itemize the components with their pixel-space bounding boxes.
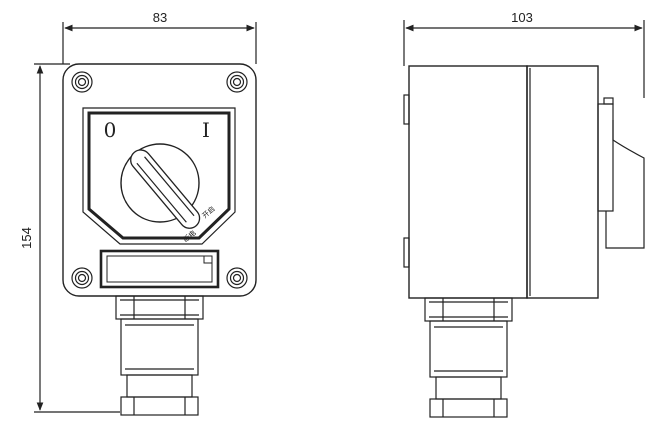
- cable-gland-front: [115, 295, 204, 416]
- side-body: [408, 65, 528, 299]
- height-dimension: [34, 63, 120, 413]
- knob-label-off: 断电: [181, 228, 198, 244]
- side-mount-tab-bottom: [403, 237, 410, 268]
- rotary-knob: [120, 143, 201, 229]
- corner-screws: [71, 71, 248, 289]
- knob-label-on: 开启: [200, 204, 217, 220]
- front-view: [34, 22, 257, 416]
- height-dimension-label: 154: [19, 227, 34, 249]
- depth-dimension: [403, 20, 645, 98]
- cable-gland-side: [424, 297, 513, 418]
- side-mount-tab-top: [403, 94, 410, 125]
- width-dimension-label: 83: [153, 10, 167, 25]
- switch-panel: [82, 107, 236, 245]
- side-cover: [526, 65, 599, 299]
- width-dimension: [62, 22, 257, 64]
- nameplate: [99, 249, 220, 289]
- side-knob: [597, 97, 645, 249]
- depth-dimension-label: 103: [511, 10, 533, 25]
- on-position-mark: I: [202, 118, 210, 142]
- side-view: [403, 20, 645, 418]
- off-position-mark: 0: [104, 118, 117, 142]
